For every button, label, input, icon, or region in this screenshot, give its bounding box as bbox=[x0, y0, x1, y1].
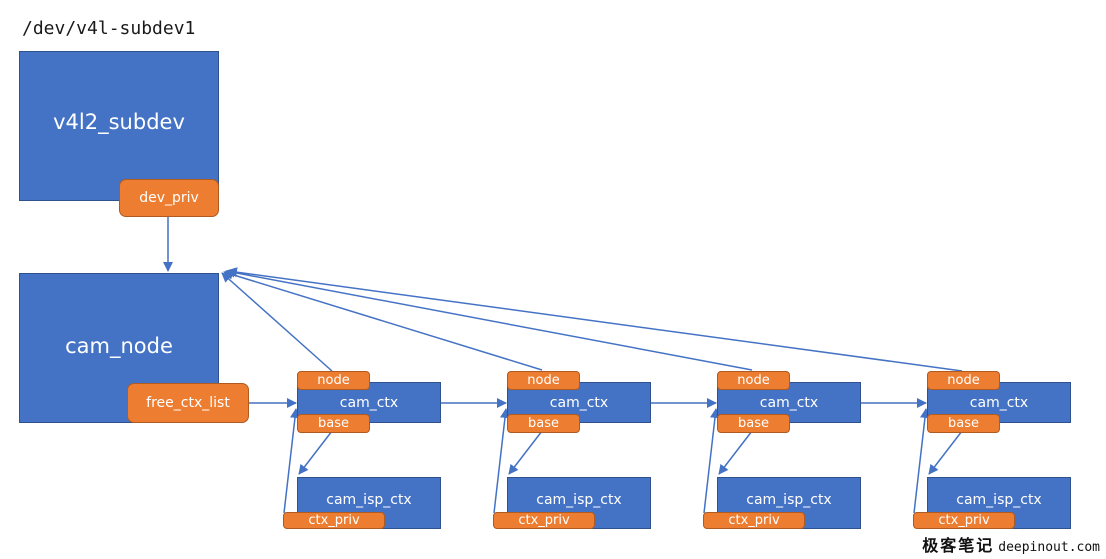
cam-node-label: cam_node bbox=[65, 334, 173, 358]
node-field: node bbox=[717, 371, 790, 390]
arrow-base1-to-isp1 bbox=[508, 430, 543, 475]
node-field: node bbox=[927, 371, 1000, 390]
base-field: base bbox=[297, 414, 370, 433]
v4l2-subdev-label: v4l2_subdev bbox=[53, 110, 185, 134]
arrow-base0-to-isp0 bbox=[298, 430, 333, 475]
ctx-priv-field: ctx_priv bbox=[703, 512, 805, 529]
node-field: node bbox=[297, 371, 370, 390]
arrow-node1-to-camnode bbox=[223, 269, 543, 371]
watermark-url: deepinout.com bbox=[998, 540, 1100, 555]
base-field: base bbox=[507, 414, 580, 433]
arrow-priv2-to-ctx2 bbox=[703, 408, 720, 514]
arrow-node2-to-camnode bbox=[225, 267, 753, 371]
ctx-priv-field: ctx_priv bbox=[283, 512, 385, 529]
ctx-priv-field: ctx_priv bbox=[913, 512, 1015, 529]
base-field: base bbox=[717, 414, 790, 433]
base-field: base bbox=[927, 414, 1000, 433]
device-path-label: /dev/v4l-subdev1 bbox=[22, 18, 196, 39]
node-field: node bbox=[507, 371, 580, 390]
watermark-chinese: 极客笔记 bbox=[922, 536, 995, 555]
free-ctx-list-field: free_ctx_list bbox=[127, 383, 249, 423]
v4l2-subdev-box: v4l2_subdev bbox=[19, 51, 219, 201]
arrow-priv0-to-ctx0 bbox=[283, 408, 300, 514]
arrow-node0-to-camnode bbox=[221, 272, 333, 372]
arrow-priv1-to-ctx1 bbox=[493, 408, 510, 514]
arrow-priv3-to-ctx3 bbox=[913, 408, 930, 514]
arrow-base2-to-isp2 bbox=[718, 430, 753, 475]
arrow-base3-to-isp3 bbox=[928, 430, 963, 475]
ctx-priv-field: ctx_priv bbox=[493, 512, 595, 529]
dev-priv-field: dev_priv bbox=[119, 179, 219, 217]
arrow-node3-to-camnode bbox=[227, 267, 963, 372]
